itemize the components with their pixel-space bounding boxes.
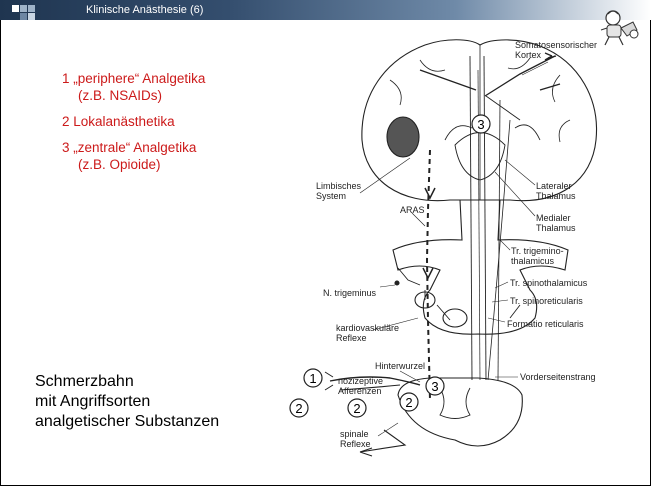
marker-3-spinal: 3 [426,377,444,395]
label-lateraler: Lateraler [536,181,572,191]
marker-3-brain: 3 [472,115,490,133]
svg-text:2: 2 [353,401,360,416]
svg-text:1: 1 [309,371,316,386]
label-aras: ARAS [400,205,425,215]
marker-2-afferent: 2 [290,399,308,417]
label-formatio: Formatio reticularis [507,319,584,329]
label-hinterwurzel: Hinterwurzel [375,361,425,371]
label-somatosensorischer: Somatosensorischer [515,40,597,50]
label-n-trigeminus: N. trigeminus [323,288,377,298]
svg-text:3: 3 [431,379,438,394]
limbic-region [387,117,419,157]
label-tr-spinoreticularis: Tr. spinoreticularis [510,296,583,306]
label-thalamus-medial: Thalamus [536,223,576,233]
label-nozizeptive: nozizeptive [338,376,383,386]
label-vorderseitenstrang: Vorderseitenstrang [520,372,596,382]
svg-text:2: 2 [295,401,302,416]
label-system: System [316,191,346,201]
marker-2-afferent-b: 2 [348,399,366,417]
label-spinale: spinale [340,429,369,439]
label-reflexe-spinal: Reflexe [340,439,371,449]
label-medialer: Medialer [536,213,571,223]
marker-2-spinal: 2 [400,393,418,411]
label-reflexe-kardio: Reflexe [336,333,367,343]
label-limbisches: Limbisches [316,181,362,191]
label-kortex: Kortex [515,50,542,60]
svg-text:2: 2 [405,395,412,410]
marker-1-afferent: 1 [304,369,322,387]
label-tr-trigemino: Tr. trigemino- [511,246,564,256]
label-thalamus-lateral: Thalamus [536,191,576,201]
svg-text:3: 3 [477,117,484,132]
label-afferenzen: Afferenzen [338,386,381,396]
label-tr-spinothalamicus: Tr. spinothalamicus [510,278,588,288]
spinal-cord [398,378,522,446]
label-thalamicus: thalamicus [511,256,555,266]
label-kardiovaskulaere: kardiovaskuläre [336,323,399,333]
